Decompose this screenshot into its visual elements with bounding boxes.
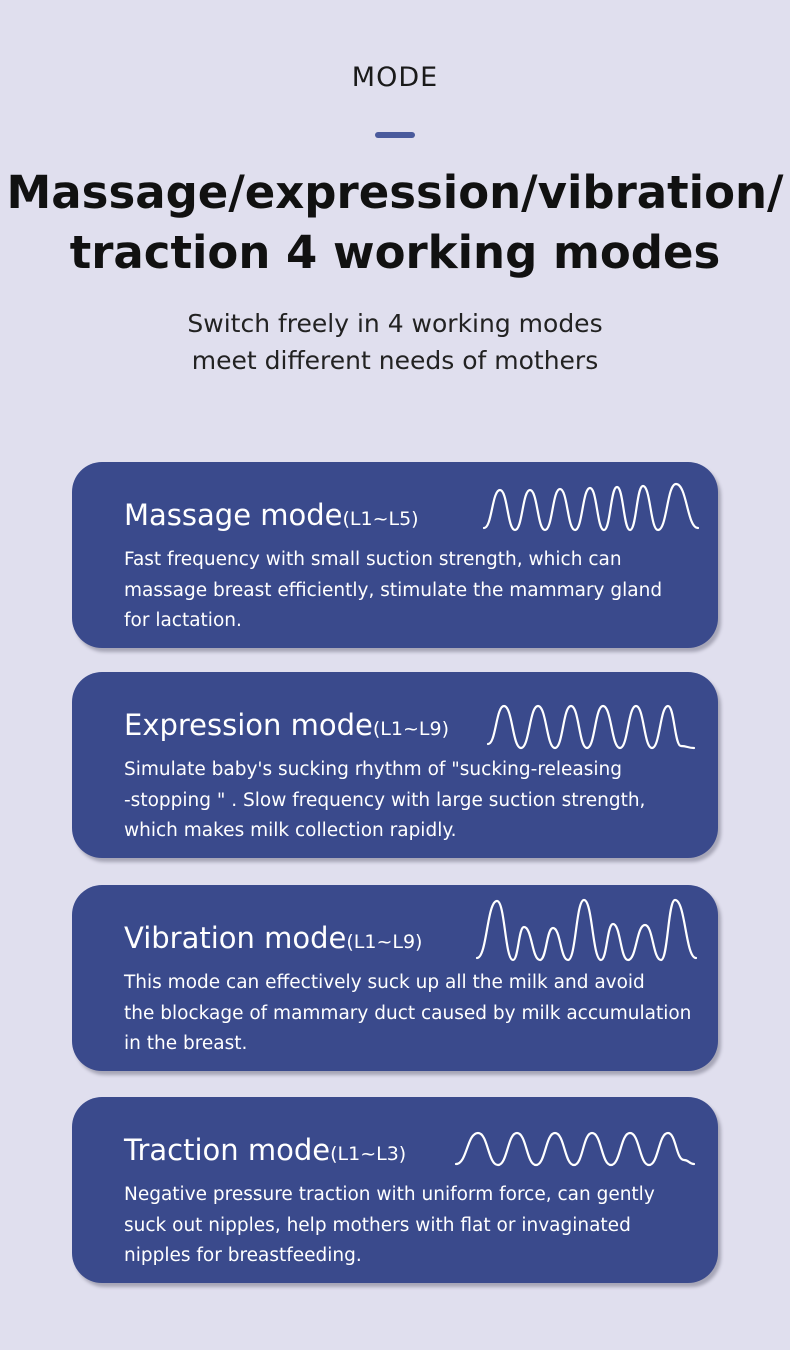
mode-range: (L1~L9) <box>372 718 449 740</box>
mode-range: (L1~L9) <box>346 931 423 953</box>
subtitle-line-2: meet different needs of mothers <box>191 346 599 375</box>
mode-description: This mode can effectively suck up all th… <box>124 972 692 1054</box>
mode-name: Expression mode <box>124 708 373 742</box>
gentle-wave-icon <box>454 1131 696 1167</box>
mode-description: Fast frequency with small suction streng… <box>124 549 663 631</box>
mode-card-massage: Massage mode(L1~L5) Fast frequency with … <box>72 462 718 648</box>
mode-name: Vibration mode <box>124 921 347 955</box>
regular-wave-icon <box>486 704 696 750</box>
section-label: MODE <box>351 62 439 93</box>
mode-title: Massage mode(L1~L5) <box>124 498 419 532</box>
mode-range: (L1~L5) <box>342 508 419 530</box>
mixed-wave-icon <box>475 898 698 962</box>
mode-description: Negative pressure traction with uniform … <box>124 1184 655 1266</box>
mode-card-vibration: Vibration mode(L1~L9) This mode can effe… <box>72 885 718 1071</box>
mode-card-traction: Traction mode(L1~L3) Negative pressure t… <box>72 1097 718 1283</box>
mode-name: Massage mode <box>124 498 343 532</box>
headline-line-1: Massage/expression/vibration/ <box>6 166 784 219</box>
mode-card-expression: Expression mode(L1~L9) Simulate baby's s… <box>72 672 718 858</box>
mode-title: Traction mode(L1~L3) <box>124 1133 406 1167</box>
mode-range: (L1~L3) <box>330 1143 407 1165</box>
mode-description: Simulate baby's sucking rhythm of "sucki… <box>124 759 646 841</box>
subtitle-line-1: Switch freely in 4 working modes <box>187 309 603 338</box>
mode-title: Vibration mode(L1~L9) <box>124 921 422 955</box>
mode-title: Expression mode(L1~L9) <box>124 708 449 742</box>
mode-name: Traction mode <box>124 1133 331 1167</box>
headline-line-2: traction 4 working modes <box>69 226 721 279</box>
accent-divider <box>375 132 415 138</box>
fast-wave-icon <box>482 482 700 532</box>
